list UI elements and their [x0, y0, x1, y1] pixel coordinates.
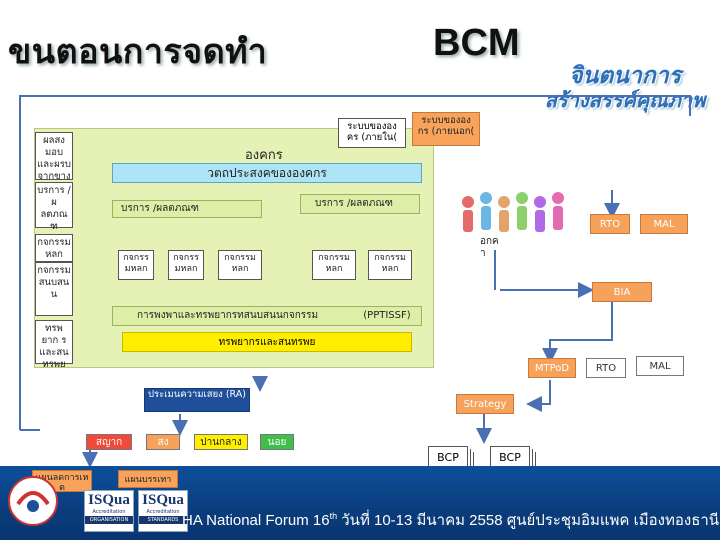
- isqua-logo-2-sub: Accreditation: [146, 509, 180, 515]
- resources-bar: ทรพยากรและสนทรพย: [122, 332, 412, 352]
- stakeholders-illustration: [462, 192, 564, 232]
- mal-box: MAL: [640, 214, 688, 234]
- rto-box: RTO: [590, 214, 630, 234]
- strategy-box: Strategy: [456, 394, 514, 414]
- people-icon: [462, 192, 564, 232]
- isqua-logo-organisation: ISQua Accreditation ORGANISATION: [84, 490, 134, 532]
- watermark-line2: สร้างสรรค์คุณภาพ: [544, 88, 706, 112]
- activity-box-1: กจกรร มหลก: [118, 250, 154, 280]
- dependency-bar: การพงพาและทรพยากรทสนบสนนกจกรรม (PPTISSF): [112, 306, 422, 326]
- isqua-logo-1-sub: Accreditation: [92, 509, 126, 515]
- footer-text-pre: HA National Forum 16: [182, 512, 330, 529]
- page-title: ขนตอนการจดทำ: [8, 32, 268, 72]
- risk-chip-high: สญาก: [86, 434, 132, 450]
- flow-line-top: [19, 95, 445, 430]
- activity-box-4: กจกรรม หลก: [312, 250, 356, 280]
- activity-box-5: กจกรรม หลก: [368, 250, 412, 280]
- watermark-logo: จินตนาการ สร้างสรรค์คุณภาพ: [540, 64, 710, 112]
- resources-box: ทรพยาก รและสน ทรพย: [35, 320, 73, 370]
- relief-plan-box: แผนบรรเทาเหต: [118, 470, 178, 499]
- flow-line-top-right: [445, 95, 691, 116]
- org-label: องคกร: [245, 148, 283, 163]
- activity-box-3: กจกรรม หลก: [218, 250, 262, 280]
- mal2-box: MAL: [636, 356, 684, 376]
- isqua-logo-1-band: ORGANISATION: [85, 516, 133, 524]
- isqua-logo-2-name: ISQua: [142, 492, 184, 508]
- internal-party-box: ระบบขององ คร (ภายใน(: [338, 118, 406, 148]
- bia-box: BIA: [592, 282, 652, 302]
- deliverables-box: ผลสงมอบ และผรบ จากขาง: [35, 132, 73, 182]
- page-title-bcm: BCM: [433, 22, 520, 64]
- footer-text-th: th: [329, 511, 338, 521]
- risk-chip-medium: ปานกลาง: [194, 434, 248, 450]
- risk-assessment-box: ประเมนความเสยง (RA): [144, 388, 250, 412]
- products-box: บรการ /ผ ลตภณ ฑ: [35, 182, 73, 232]
- isqua-logo-1-name: ISQua: [88, 492, 130, 508]
- isqua-logo-2-band: STANDARDS: [139, 516, 187, 524]
- service-bar-left: บรการ /ผลตภณฑ: [112, 200, 262, 218]
- flow-line-mtpod-strategy: [526, 380, 551, 412]
- activity-box-2: กจกรร มหลก: [168, 250, 204, 280]
- footer-event-text: HA National Forum 16th วันที่ 10-13 มีนา…: [182, 508, 719, 532]
- mtpod-box: MTPoD: [528, 358, 576, 378]
- footer-text-post: วันที่ 10-13 มีนาคม 2558 ศูนย์ประชุมอิมแ…: [337, 512, 720, 529]
- rto2-box: RTO: [586, 358, 626, 378]
- service-bar-right: บรการ /ผลตภณฑ: [300, 194, 420, 214]
- ha-logo-icon: [8, 476, 58, 526]
- flow-line-bia-mtpod: [542, 300, 613, 364]
- risk-chip-medium-high: สง: [146, 434, 180, 450]
- risk-chip-low: นอย: [260, 434, 294, 450]
- support-activity-box: กจกรรม สนบสน น: [35, 262, 73, 316]
- org-side-label: อกค า: [480, 236, 499, 259]
- pptissf-label: (PPTISSF): [363, 310, 411, 321]
- watermark-line1: จินตนาการ: [569, 63, 681, 89]
- org-objective-bar: วตถประสงคขององคกร: [112, 163, 422, 183]
- external-party-box: ระบบขององ กร (ภายนอก(: [412, 112, 480, 146]
- dependency-label: การพงพาและทรพยากรทสนบสนนกจกรรม: [137, 310, 319, 321]
- main-activity-box: กจกรรม หลก: [35, 234, 73, 262]
- isqua-logo-standards: ISQua Accreditation STANDARDS: [138, 490, 188, 532]
